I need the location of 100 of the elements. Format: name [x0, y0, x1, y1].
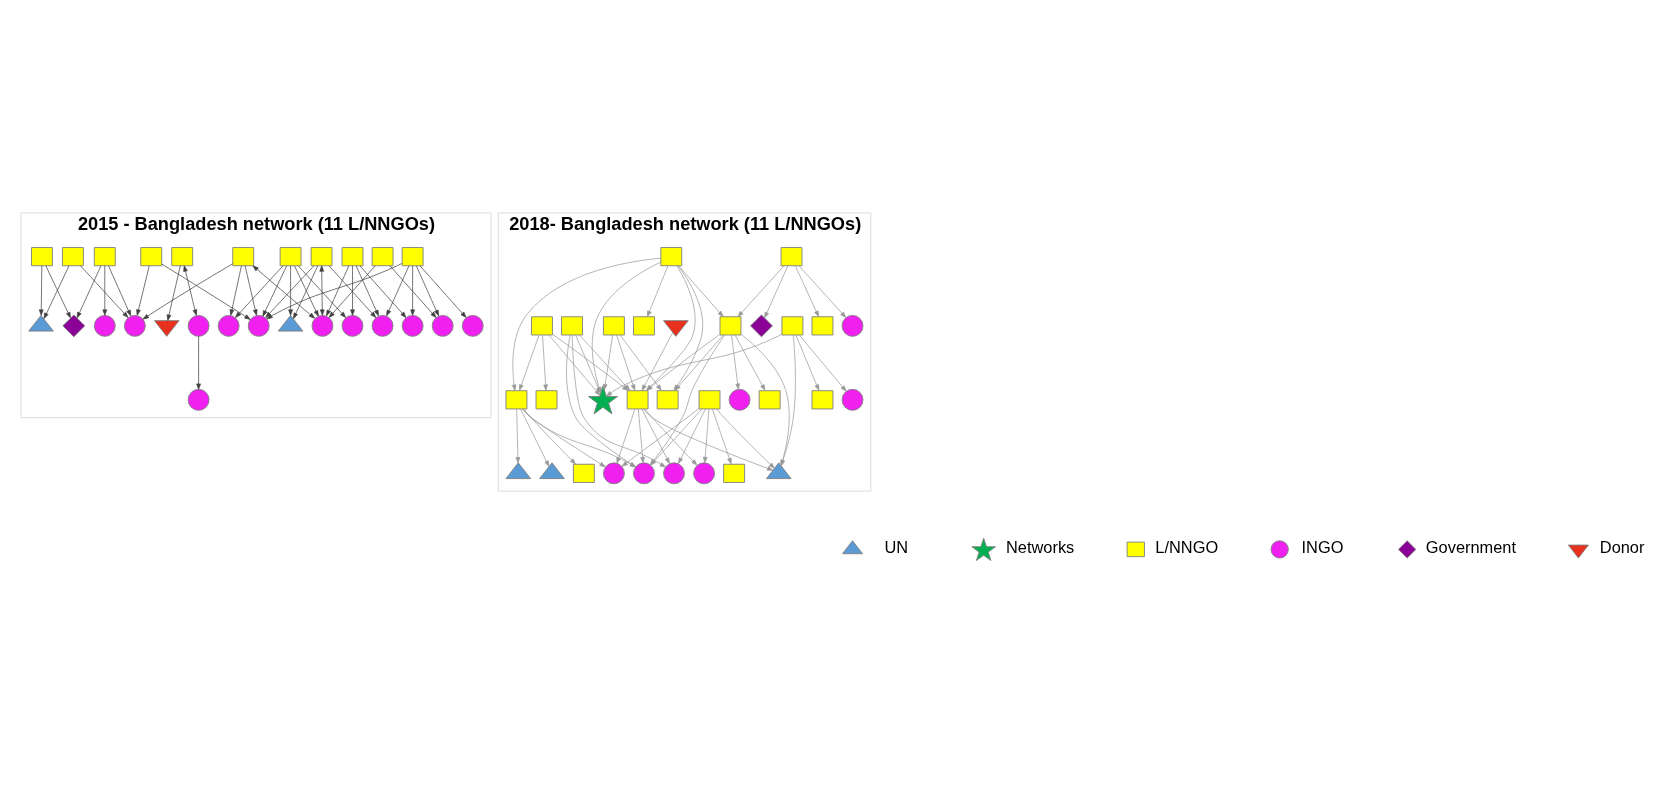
arrow [702, 408, 710, 464]
node-box [758, 390, 781, 410]
arrow [552, 333, 629, 391]
node-box [811, 390, 834, 410]
node-circle [187, 388, 210, 411]
node-box [561, 316, 583, 336]
node-box [781, 316, 804, 336]
arrow [183, 265, 198, 316]
cluster: 2018- Bangladesh network (11 L/NNGOs) [497, 212, 872, 492]
arrow [646, 265, 669, 317]
node-box [723, 463, 746, 483]
node-box [140, 247, 163, 267]
node-circle [633, 462, 655, 485]
arrow [319, 265, 325, 316]
arrow [389, 265, 437, 318]
legend-label: Networks [1006, 538, 1075, 557]
node-diamond [750, 314, 773, 338]
arrow [196, 336, 201, 390]
node-box [719, 316, 742, 336]
node-circle [693, 462, 715, 485]
legend-label: Government [1425, 538, 1516, 557]
arrow [326, 265, 350, 317]
arrow [265, 265, 315, 318]
node-box [626, 390, 649, 410]
node-box [660, 247, 683, 267]
node-box [171, 247, 194, 267]
node-circle [602, 462, 625, 485]
node-box [279, 247, 302, 267]
arrow [605, 333, 783, 397]
arrow [415, 265, 439, 317]
arrow [734, 334, 766, 391]
arrow [252, 265, 315, 319]
arrow [678, 265, 724, 317]
node-box [811, 316, 834, 336]
node-box [310, 247, 333, 267]
arrow [764, 265, 789, 319]
arrow [288, 265, 293, 316]
arrow [166, 265, 181, 321]
node-circle [123, 314, 146, 337]
node-box [780, 247, 803, 267]
arrow [542, 334, 548, 391]
legend-label: L/NNGO [1155, 538, 1219, 557]
arrow [108, 265, 132, 317]
legend-label: Donor [1599, 538, 1645, 557]
arrow [38, 265, 44, 316]
arrow [76, 265, 102, 319]
arrow [712, 408, 732, 465]
node-circle [431, 314, 454, 337]
arrow [522, 408, 636, 468]
arrow [359, 265, 407, 318]
arrow [731, 334, 740, 390]
arrow [229, 265, 242, 316]
arrow [716, 408, 775, 469]
node-circle [341, 314, 364, 337]
arrow [80, 265, 129, 318]
node-triangle [505, 462, 532, 480]
arrow [297, 265, 346, 318]
node-box [232, 247, 255, 267]
arrow [355, 265, 379, 317]
node-circle [728, 388, 751, 411]
node-box [656, 390, 679, 410]
node-box [505, 390, 528, 410]
arrow [161, 263, 251, 320]
arrow [520, 408, 550, 467]
node-box [531, 316, 553, 336]
legend-label: INGO [1301, 538, 1344, 557]
node-box [62, 247, 84, 267]
arrow [678, 408, 706, 464]
node-circle [187, 314, 210, 337]
node-circle [841, 314, 864, 337]
arrow [579, 334, 631, 391]
arrow [350, 265, 355, 316]
node-circle [461, 314, 484, 337]
node-box [93, 247, 116, 267]
cluster: 2015 - Bangladesh network (11 L/NNGOs) [20, 212, 492, 419]
arrow [602, 334, 613, 391]
arrow [616, 334, 636, 391]
arrow [522, 408, 606, 468]
node-box [572, 463, 595, 483]
node-circle [93, 314, 116, 337]
node-box [698, 390, 721, 410]
arrow [795, 334, 820, 391]
node-box [31, 247, 53, 267]
node-box [371, 247, 394, 267]
arrow [262, 265, 288, 317]
arrow [136, 265, 150, 316]
arrow [616, 408, 636, 464]
arrow [737, 265, 785, 317]
arrow [266, 263, 403, 320]
arrow [798, 334, 847, 392]
arrow [515, 408, 521, 464]
node-box [602, 316, 625, 336]
arrow [637, 408, 645, 464]
node-invtriangle [153, 320, 180, 337]
arrow [410, 265, 415, 316]
node-circle [311, 314, 334, 337]
arrow [523, 408, 576, 465]
node-diamond [62, 314, 86, 338]
node-box [341, 247, 364, 267]
arrow [566, 334, 636, 468]
